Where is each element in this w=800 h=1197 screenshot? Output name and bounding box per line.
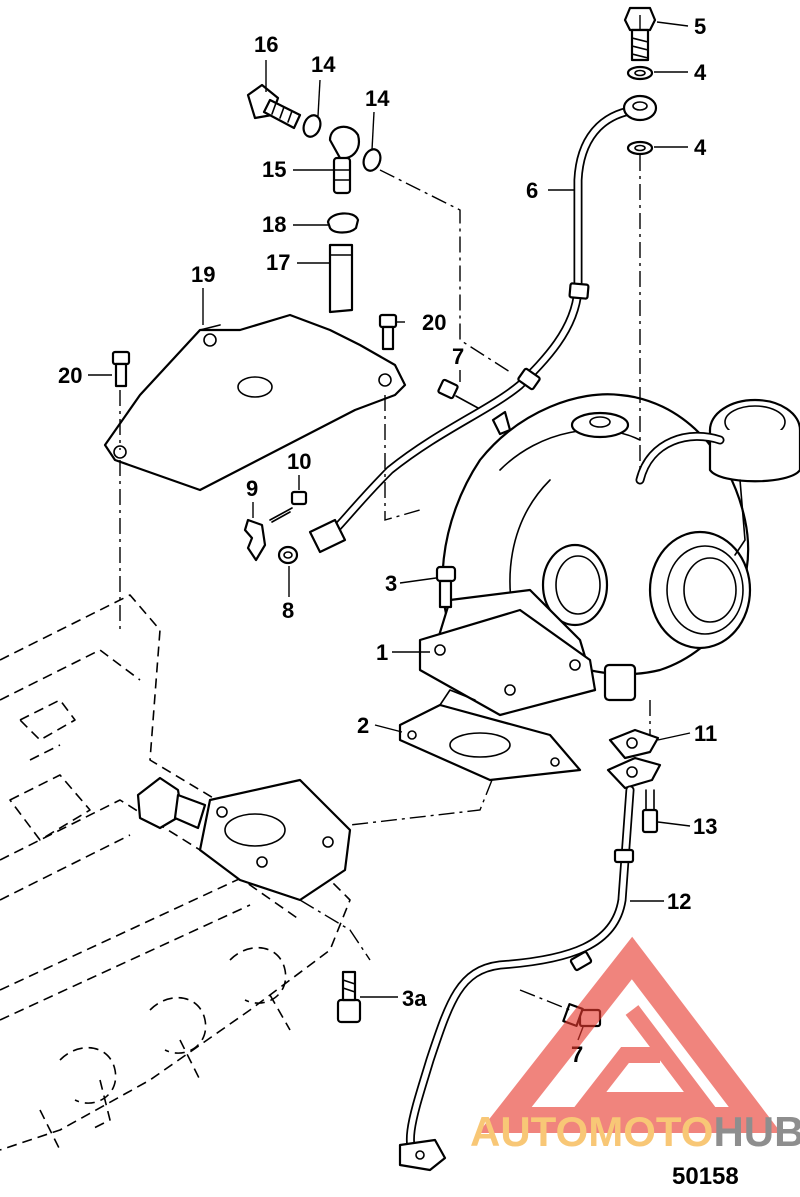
callout-labels: 16 14 14 15 18 17 19 20 20 5 4 4 6 7 10 … xyxy=(58,14,717,1067)
callout-10: 10 xyxy=(287,449,311,474)
callout-14-left: 14 xyxy=(311,52,336,77)
callout-2: 2 xyxy=(357,713,369,738)
drain-flange xyxy=(606,756,662,790)
exhaust-gasket xyxy=(398,689,582,782)
callout-15: 15 xyxy=(262,157,286,182)
bolt-3 xyxy=(435,565,457,609)
oil-supply-line xyxy=(308,105,640,554)
bolt-7-upper xyxy=(437,378,479,409)
watermark-moto: MOTO xyxy=(588,1108,713,1155)
watermark-auto: AUTO xyxy=(470,1108,588,1155)
leader-lines xyxy=(88,21,691,1041)
banjo-fitting xyxy=(622,94,658,122)
callout-4-bottom: 4 xyxy=(694,135,707,160)
clip-9 xyxy=(243,518,267,562)
callout-7-upper: 7 xyxy=(452,344,464,369)
callout-20-left: 20 xyxy=(58,363,82,388)
banjo-bolt-5 xyxy=(623,6,657,62)
watermark-triangle-inner xyxy=(573,1005,717,1108)
figure-number: 50158 xyxy=(672,1163,739,1190)
bolt-13 xyxy=(641,789,659,834)
banjo-hose-fitting xyxy=(328,125,360,195)
o-ring-8 xyxy=(277,545,299,565)
washer-4-top xyxy=(626,65,654,81)
callout-5: 5 xyxy=(694,14,706,39)
watermark-triangle-outer xyxy=(478,936,782,1133)
washer-14-left xyxy=(302,114,322,138)
callout-4-top: 4 xyxy=(694,60,707,85)
callout-19: 19 xyxy=(191,262,215,287)
bolt-10 xyxy=(269,490,308,523)
callout-1: 1 xyxy=(376,640,388,665)
callout-13: 13 xyxy=(693,814,717,839)
callout-20-right: 20 xyxy=(422,310,446,335)
watermark-logo: AUTOMOTOHUB xyxy=(470,936,800,1155)
svg-text:AUTOMOTOHUB: AUTOMOTOHUB xyxy=(470,1108,800,1155)
drain-gasket-11 xyxy=(608,728,660,760)
washer-14-right xyxy=(362,148,382,172)
bolt-20-right xyxy=(378,313,398,351)
manifold-outlet-flange xyxy=(198,778,352,902)
callout-16: 16 xyxy=(254,32,278,57)
washer-4-bottom xyxy=(626,140,654,156)
oil-drain-line xyxy=(398,785,635,1172)
manifold-pipe-fitting xyxy=(136,776,207,830)
watermark-hub: HUB xyxy=(713,1108,800,1155)
callout-3: 3 xyxy=(385,571,397,596)
banjo-bolt-16 xyxy=(246,83,302,130)
bolt-20-left xyxy=(111,350,131,388)
hose-17 xyxy=(328,243,354,314)
callout-8: 8 xyxy=(282,598,294,623)
callout-14-right: 14 xyxy=(365,86,390,111)
callout-18: 18 xyxy=(262,212,286,237)
hose-clamp-18 xyxy=(326,212,360,234)
callout-11: 11 xyxy=(694,721,717,746)
heat-shield xyxy=(103,313,407,492)
callout-12: 12 xyxy=(667,889,691,914)
bolt-3a xyxy=(336,970,362,1024)
callout-9: 9 xyxy=(246,476,258,501)
exhaust-elbow xyxy=(418,588,597,717)
callout-17: 17 xyxy=(266,250,290,275)
callout-6: 6 xyxy=(526,178,538,203)
alignment-lines xyxy=(119,15,651,1011)
callout-3a: 3a xyxy=(402,986,427,1011)
